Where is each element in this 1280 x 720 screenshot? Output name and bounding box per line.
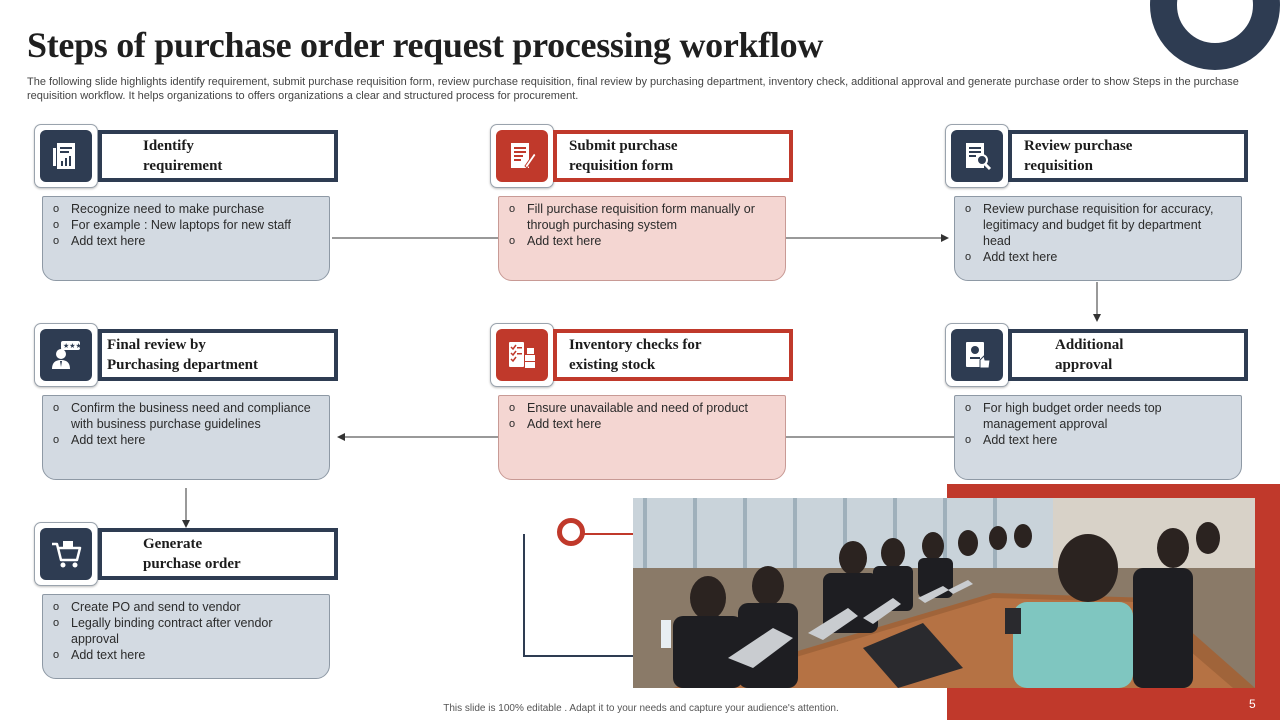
step-6-bullet: Add text here [965,432,1231,448]
decorative-dot [557,518,585,546]
step-3-icon-box [945,124,1009,188]
step-7-bullet: Create PO and send to vendor [53,599,319,615]
step-4-heading: Final review by Purchasing department [107,337,258,373]
step-6-bullet: For high budget order needs top manageme… [965,400,1231,432]
step-7-bullet: Add text here [53,647,319,663]
report-document-icon [53,143,75,169]
step-2-bullet: Fill purchase requisition form manually … [509,201,775,233]
step-3-heading: Review purchase requisition [1024,138,1133,174]
reviewer-person-icon: ★★★ [52,341,82,369]
step-3-details: Review purchase requisition for accuracy… [954,196,1242,281]
step-4-heading-box: Final review by Purchasing department [98,329,338,381]
step-2-details: Fill purchase requisition form manually … [498,196,786,281]
step-7-heading: Generate purchase order [143,536,241,572]
step-3-bullet: Add text here [965,249,1231,265]
step-4-bullet: Confirm the business need and compliance… [53,400,319,432]
step-5-details: Ensure unavailable and need of product A… [498,395,786,480]
step-7-heading-box: Generate purchase order [98,528,338,580]
step-1-bullet: For example : New laptops for new staff [53,217,319,233]
step-3-bullet: Review purchase requisition for accuracy… [965,201,1231,249]
step-7-bullet: Legally binding contract after vendor ap… [53,615,319,647]
step-1-icon-box [34,124,98,188]
step-6-heading-box: Additional approval [1008,329,1248,381]
slide-subtitle: The following slide highlights identify … [27,76,1239,102]
step-1-heading-box: Identify requirement [98,130,338,182]
step-5-bullet: Ensure unavailable and need of product [509,400,775,416]
meeting-photo [633,498,1255,688]
step-6-details: For high budget order needs top manageme… [954,395,1242,480]
step-7-icon-box [34,522,98,586]
form-pencil-icon [511,143,537,169]
step-5-heading: Inventory checks for existing stock [569,337,702,373]
step-5-heading-box: Inventory checks for existing stock [553,329,793,381]
step-1-bullet: Recognize need to make purchase [53,201,319,217]
inventory-checklist-icon [509,342,535,368]
step-6-icon-box [945,323,1009,387]
step-5-icon-box [490,323,554,387]
step-7-details: Create PO and send to vendor Legally bin… [42,594,330,679]
shopping-cart-icon [52,541,82,568]
slide-footer: This slide is 100% editable . Adapt it t… [443,703,839,714]
step-2-heading-box: Submit purchase requisition form [553,130,793,182]
step-5-bullet: Add text here [509,416,775,432]
step-1-details: Recognize need to make purchase For exam… [42,196,330,281]
document-search-icon [966,143,992,171]
step-2-bullet: Add text here [509,233,775,249]
step-6-heading: Additional approval [1055,337,1124,373]
svg-text:★★★: ★★★ [63,342,82,350]
step-4-bullet: Add text here [53,432,319,448]
step-2-heading: Submit purchase requisition form [569,138,678,174]
step-1-bullet: Add text here [53,233,319,249]
slide-title: Steps of purchase order request processi… [27,25,824,65]
page-number: 5 [1249,697,1256,711]
approval-thumbs-up-icon [966,342,991,369]
step-1-heading: Identify requirement [143,138,223,174]
step-2-icon-box [490,124,554,188]
step-4-details: Confirm the business need and compliance… [42,395,330,480]
step-4-icon-box: ★★★ [34,323,98,387]
decorative-ring [1150,0,1280,70]
step-3-heading-box: Review purchase requisition [1008,130,1248,182]
